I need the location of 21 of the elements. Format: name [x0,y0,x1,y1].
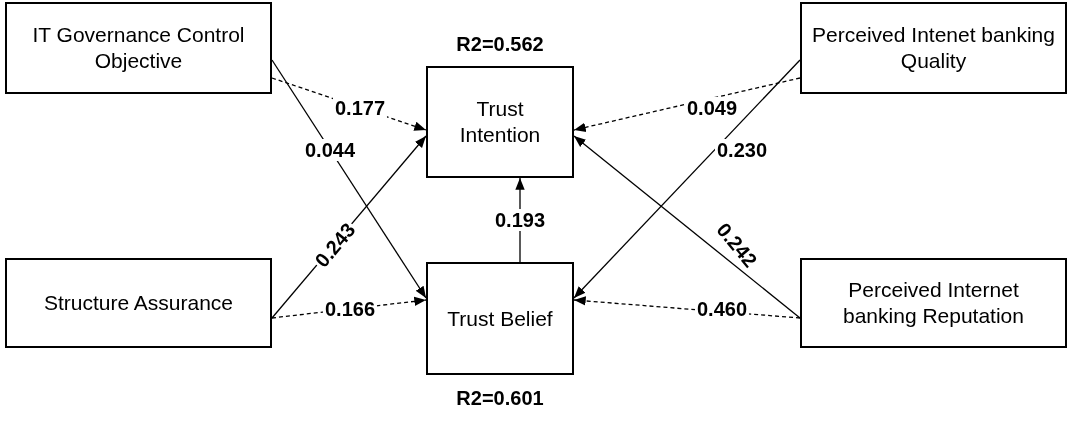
construct-name: Trust Intention [458,96,542,148]
arrow [573,77,801,132]
arrow [271,59,427,299]
construct-box [5,2,272,94]
construct-name: Structure Assurance [43,290,234,316]
construct-box [800,258,1067,348]
construct-box [426,66,574,178]
edge-label: 0.193 [492,209,548,231]
construct-box [5,258,272,348]
construct-name: Perceived Intenet banking Quality [811,22,1056,74]
arrow [573,59,801,299]
construct-box [800,2,1067,94]
construct-name: IT Governance Control Objective [31,22,246,74]
arrow [573,135,801,319]
r-squared-label: R2=0.562 [456,33,544,55]
edge-label: 0.044 [302,139,358,161]
construct-name: Perceived Internet banking Reputation [842,277,1025,329]
edge-label: 0.177 [332,97,388,119]
r-squared-label: R2=0.601 [456,387,544,409]
construct-name: Trust Belief [447,305,553,332]
construct-box [426,262,574,375]
